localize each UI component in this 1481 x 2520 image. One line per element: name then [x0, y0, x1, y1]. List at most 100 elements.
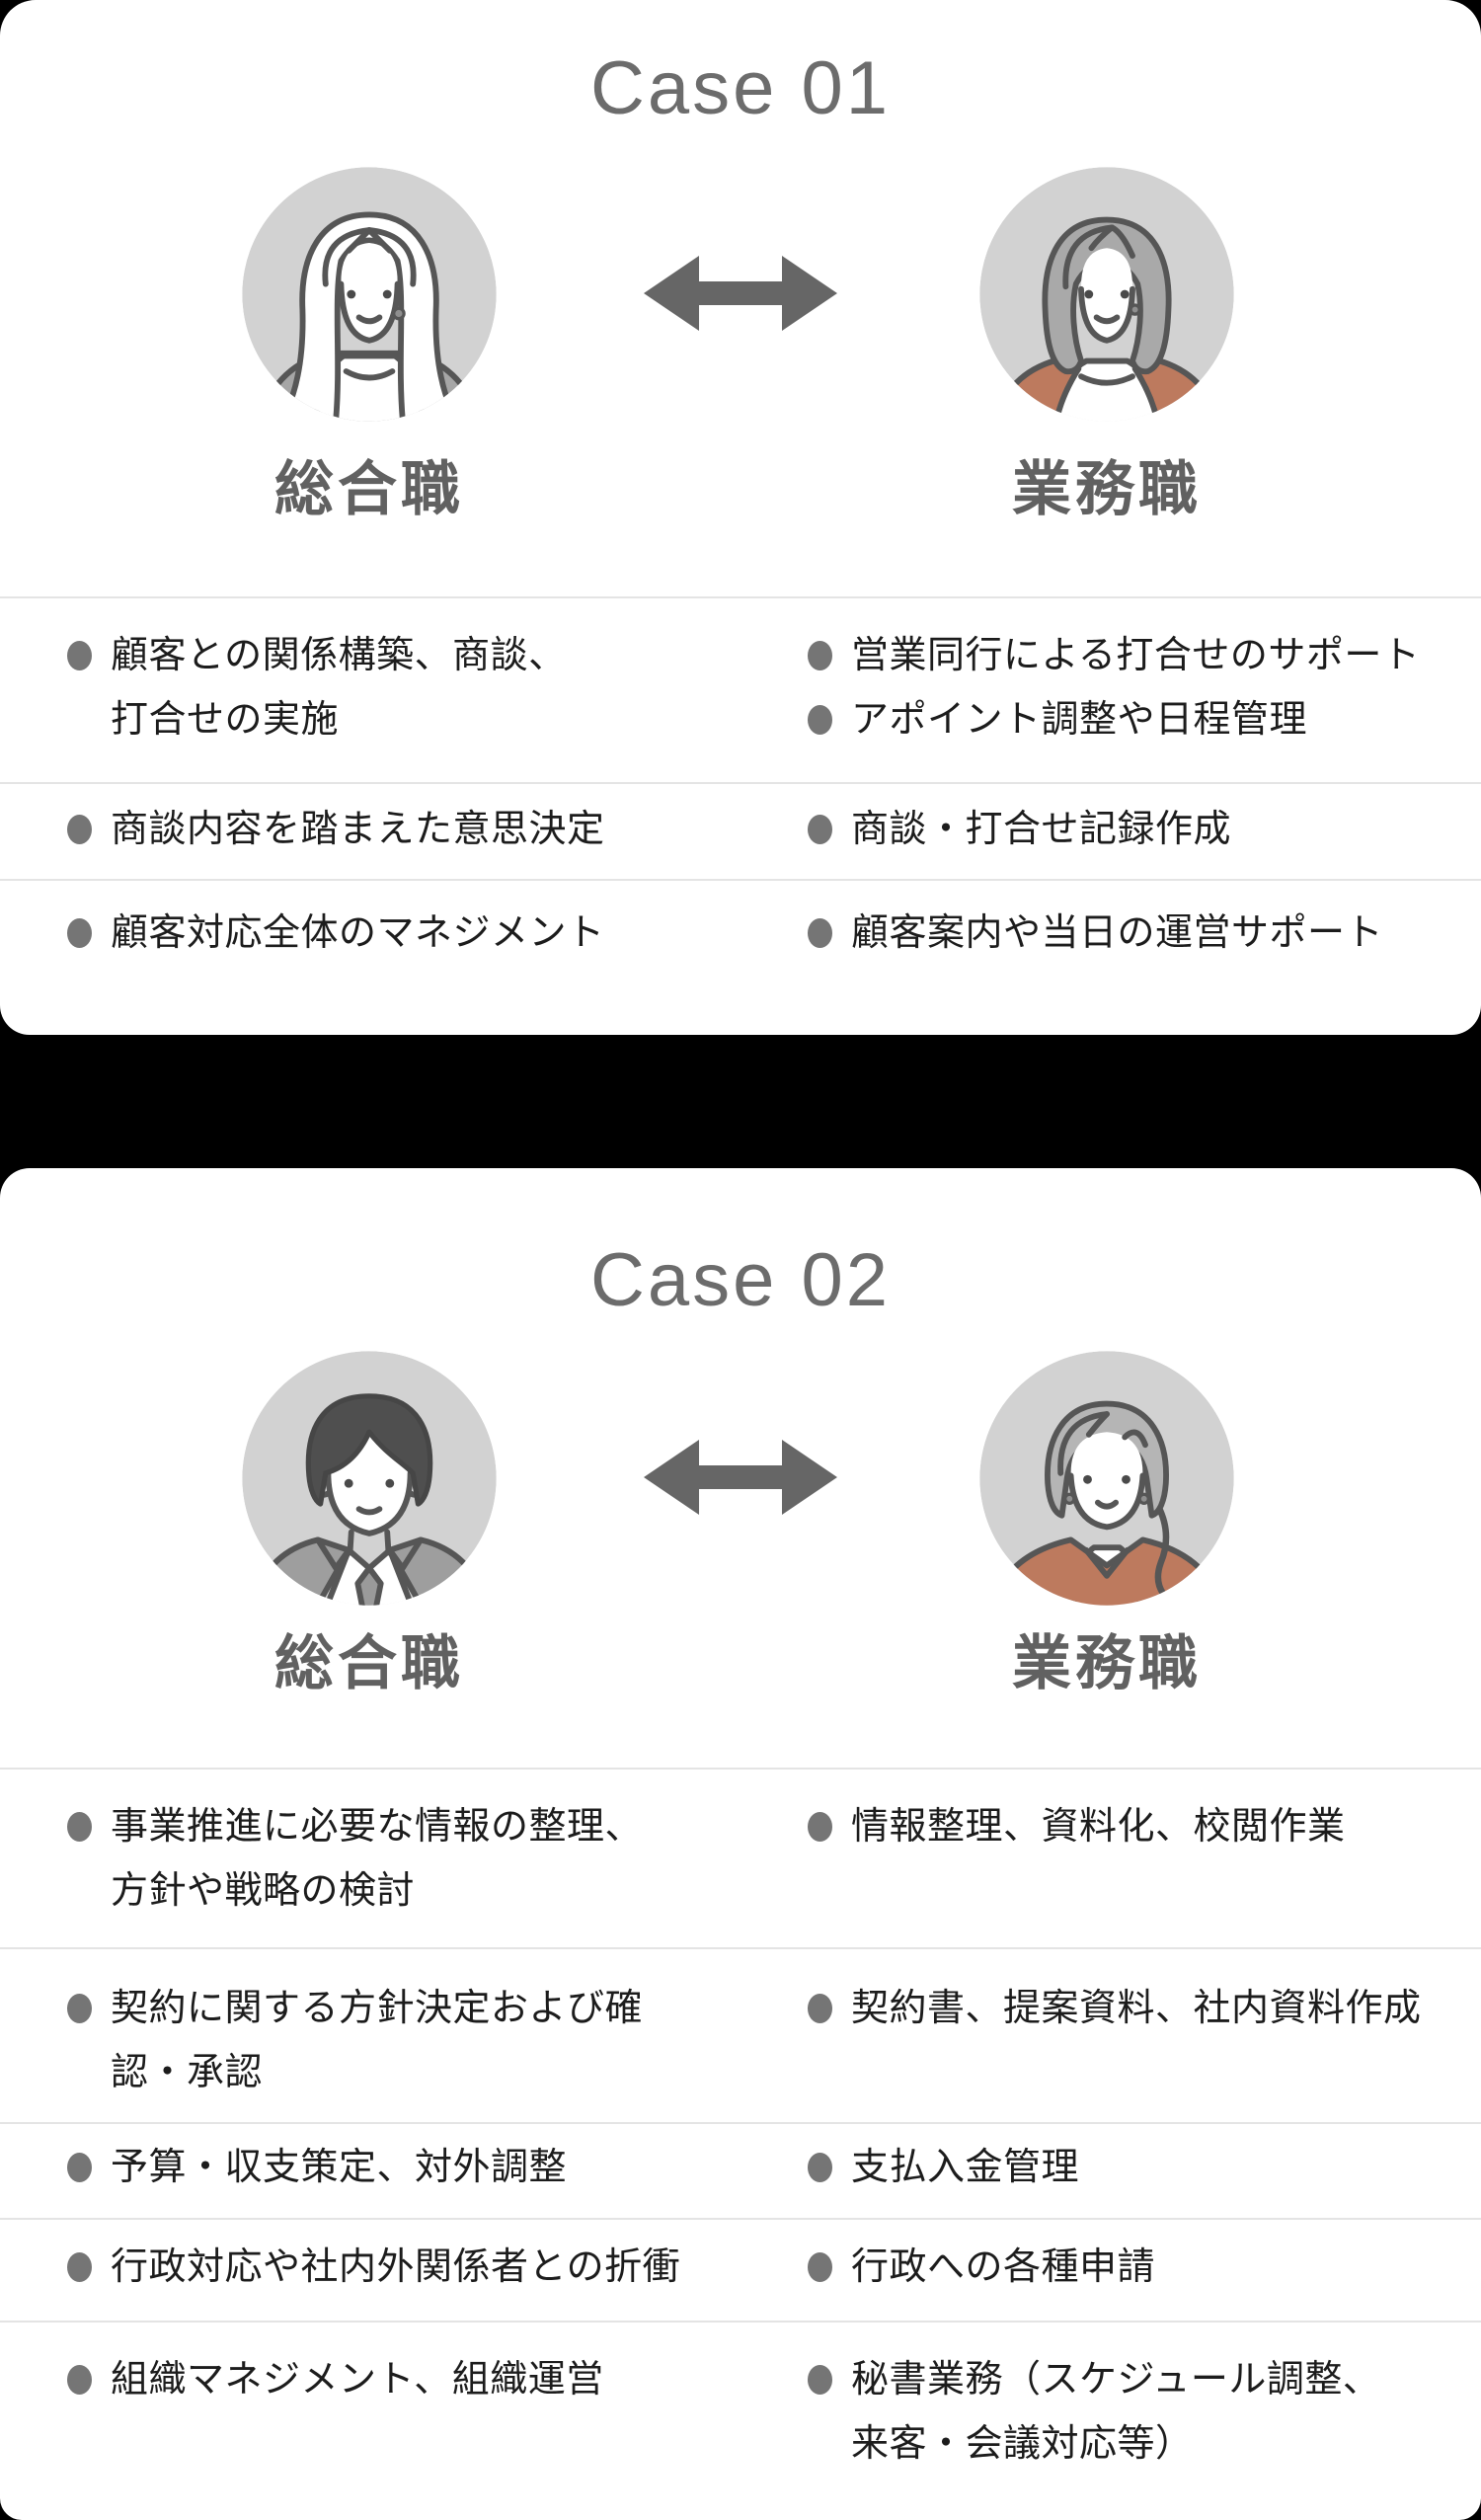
bullet-icon [808, 2153, 832, 2182]
table-row: 顧客との関係構築、商談、 打合せの実施 営業同行による打合せのサポート アポイン… [0, 596, 1481, 782]
task-text: 行政への各種申請 [851, 2246, 1156, 2288]
bullet-icon [67, 1812, 92, 1842]
woman-updo-avatar [978, 1350, 1235, 1607]
task-text: アポイント調整や日程管理 [851, 699, 1308, 741]
case02-right-role-label: 業務職 [1012, 1630, 1202, 1696]
case01-right-role-label: 業務職 [1012, 456, 1202, 522]
task-text: 予算・収支策定、対外調整 [111, 2147, 568, 2188]
task-text: 情報整理、資料化、校閲作業 [851, 1806, 1346, 1848]
task-text: 支払入金管理 [851, 2147, 1080, 2188]
task-item: 顧客案内や当日の運営サポート [808, 902, 1465, 966]
right-column: 契約書、提案資料、社内資料作成 [740, 1977, 1481, 2122]
bullet-icon [67, 2365, 92, 2395]
case02-task-table: 事業推進に必要な情報の整理、 方針や戦略の検討 情報整理、資料化、校閲作業 契約… [0, 1768, 1481, 2520]
woman-bob-hair-avatar [978, 166, 1235, 423]
case02-left-role-label: 総合職 [274, 1630, 464, 1696]
table-row: 組織マネジメント、組織運営 秘書業務（スケジュール調整、 来客・会議対応等） [0, 2321, 1481, 2520]
case01-card: Case 01 [0, 0, 1481, 1035]
left-column: 商談内容を踏まえた意思決定 [0, 798, 740, 879]
task-text: 営業同行による打合せのサポート [851, 635, 1421, 676]
left-column: 顧客対応全体のマネジメント [0, 902, 740, 1035]
table-row: 商談内容を踏まえた意思決定 商談・打合せ記録作成 [0, 782, 1481, 879]
bullet-icon [808, 705, 832, 735]
bullet-icon [67, 1994, 92, 2023]
bullet-icon [808, 1994, 832, 2023]
task-text: 顧客案内や当日の運営サポート [851, 912, 1384, 954]
right-column: 支払入金管理 [740, 2136, 1481, 2218]
task-item: 行政対応や社内外関係者との折衝 [67, 2236, 725, 2300]
right-column: 顧客案内や当日の運営サポート [740, 902, 1481, 1035]
task-text: 秘書業務（スケジュール調整、 [851, 2359, 1381, 2401]
case01-title: Case 01 [589, 46, 892, 130]
task-item: 契約書、提案資料、社内資料作成 [808, 1977, 1465, 2041]
right-column: 商談・打合せ記録作成 [740, 798, 1481, 879]
right-column: 情報整理、資料化、校閲作業 [740, 1795, 1481, 1947]
task-text: 来客・会議対応等） [851, 2423, 1194, 2465]
task-text: 契約書、提案資料、社内資料作成 [851, 1988, 1422, 2029]
case02-card: Case 02 [0, 1168, 1481, 2520]
left-column: 予算・収支策定、対外調整 [0, 2136, 740, 2218]
case01-role-labels: 総合職 業務職 [0, 456, 1481, 523]
bullet-icon [808, 2252, 832, 2282]
page-gap [0, 1035, 1481, 1168]
bullet-icon [808, 2365, 832, 2395]
table-row: 事業推進に必要な情報の整理、 方針や戦略の検討 情報整理、資料化、校閲作業 [0, 1768, 1481, 1947]
right-column: 秘書業務（スケジュール調整、 来客・会議対応等） [740, 2348, 1481, 2520]
task-item: 予算・収支策定、対外調整 [67, 2136, 725, 2200]
bullet-icon [67, 2252, 92, 2282]
task-item-continuation: 認・承認 [67, 2041, 725, 2105]
table-row: 行政対応や社内外関係者との折衝 行政への各種申請 [0, 2218, 1481, 2321]
table-row: 契約に関する方針決定および確 認・承認 契約書、提案資料、社内資料作成 [0, 1947, 1481, 2122]
left-column: 組織マネジメント、組織運営 [0, 2348, 740, 2520]
task-text: 行政対応や社内外関係者との折衝 [111, 2246, 681, 2288]
case01-left-role-label: 総合職 [274, 456, 464, 522]
bullet-icon [67, 2153, 92, 2182]
left-column: 行政対応や社内外関係者との折衝 [0, 2236, 740, 2321]
table-row: 予算・収支策定、対外調整 支払入金管理 [0, 2122, 1481, 2218]
task-text: 商談内容を踏まえた意思決定 [111, 809, 605, 850]
task-item: 情報整理、資料化、校閲作業 [808, 1795, 1465, 1859]
task-item: 商談内容を踏まえた意思決定 [67, 798, 725, 862]
task-text: 事業推進に必要な情報の整理、 [111, 1806, 644, 1848]
left-column: 契約に関する方針決定および確 認・承認 [0, 1977, 740, 2122]
bullet-icon [808, 918, 832, 948]
task-text: 商談・打合せ記録作成 [851, 809, 1232, 850]
case01-task-table: 顧客との関係構築、商談、 打合せの実施 営業同行による打合せのサポート アポイン… [0, 596, 1481, 1035]
case02-role-labels: 総合職 業務職 [0, 1630, 1481, 1697]
task-text: 契約に関する方針決定および確 [111, 1988, 644, 2029]
double-arrow-icon [642, 1438, 839, 1517]
bullet-icon [808, 641, 832, 670]
task-item: 秘書業務（スケジュール調整、 [808, 2348, 1465, 2412]
task-text: 認・承認 [111, 2052, 264, 2093]
bullet-icon [67, 918, 92, 948]
man-suit-avatar [241, 1350, 498, 1607]
right-column: 営業同行による打合せのサポート アポイント調整や日程管理 [740, 624, 1481, 782]
bullet-icon [67, 641, 92, 670]
task-item: 商談・打合せ記録作成 [808, 798, 1465, 862]
task-text: 方針や戦略の検討 [111, 1870, 416, 1912]
task-item: 事業推進に必要な情報の整理、 [67, 1795, 725, 1859]
right-column: 行政への各種申請 [740, 2236, 1481, 2321]
task-item: 契約に関する方針決定および確 [67, 1977, 725, 2041]
bullet-icon [67, 815, 92, 844]
double-arrow-icon [642, 254, 839, 333]
task-item: 顧客対応全体のマネジメント [67, 902, 725, 966]
task-item-continuation: 打合せの実施 [67, 688, 725, 752]
task-item: 支払入金管理 [808, 2136, 1465, 2200]
woman-long-hair-avatar [241, 166, 498, 423]
task-item: 営業同行による打合せのサポート [808, 624, 1465, 688]
bullet-icon [808, 815, 832, 844]
case01-avatar-area [0, 166, 1481, 423]
task-item: 顧客との関係構築、商談、 [67, 624, 725, 688]
task-item: 組織マネジメント、組織運営 [67, 2348, 725, 2412]
left-column: 顧客との関係構築、商談、 打合せの実施 [0, 624, 740, 782]
task-text: 打合せの実施 [111, 699, 340, 741]
case02-title: Case 02 [589, 1238, 892, 1322]
task-text: 顧客対応全体のマネジメント [111, 912, 605, 954]
task-item: 行政への各種申請 [808, 2236, 1465, 2300]
task-text: 顧客との関係構築、商談、 [111, 635, 567, 676]
task-item-continuation: 方針や戦略の検討 [67, 1859, 725, 1924]
left-column: 事業推進に必要な情報の整理、 方針や戦略の検討 [0, 1795, 740, 1947]
bullet-icon [808, 1812, 832, 1842]
task-item-continuation: 来客・会議対応等） [808, 2412, 1465, 2477]
